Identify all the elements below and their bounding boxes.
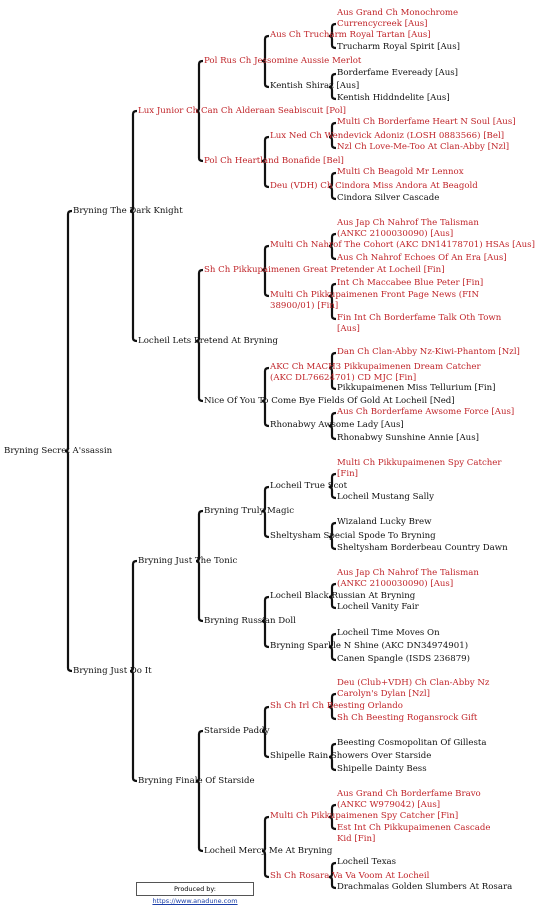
pedigree-bracket <box>261 815 270 879</box>
pedigree-bracket <box>328 411 337 441</box>
gen5-ancestor: Trucharm Royal Spirit [Aus] <box>337 42 460 52</box>
gen2-ancestor: Bryning Just The Tonic <box>138 556 238 566</box>
gen5-ancestor: Locheil Vanity Fair <box>337 602 419 612</box>
gen1-ancestor: Bryning The Dark Knight <box>73 206 183 216</box>
pedigree-bracket <box>195 268 204 403</box>
pedigree-bracket <box>195 729 204 853</box>
gen5-ancestor: Multi Ch Pikkupaimenen Spy Catcher [Fin] <box>337 458 502 479</box>
gen4-ancestor: Kentish Shiraz [Aus] <box>270 81 360 91</box>
gen3-ancestor: Locheil Mercy Me At Bryning <box>204 846 333 856</box>
gen5-ancestor: Drachmalas Golden Slumbers At Rosara <box>337 882 513 892</box>
gen5-ancestor: Beesting Cosmopolitan Of Gillesta <box>337 738 487 748</box>
gen5-ancestor: Est Int Ch Pikkupaimenen Cascade Kid [Fi… <box>337 823 491 844</box>
gen5-ancestor: Shipelle Dainty Bess <box>337 764 427 774</box>
gen3-ancestor: Pol Ch Heartland Bonafide [Bel] <box>204 156 344 166</box>
anadune-link[interactable]: https://www.anadune.com <box>152 897 238 905</box>
pedigree-root: Bryning Secret A'ssassin <box>4 446 113 456</box>
pedigree-bracket <box>328 632 337 662</box>
produced-by-label: Produced by: <box>173 885 216 893</box>
pedigree-bracket <box>328 171 337 201</box>
gen4-ancestor: Sh Ch Irl Ch Beesting Orlando <box>270 701 403 711</box>
gen5-ancestor: Aus Ch Nahrof Echoes Of An Era [Aus] <box>337 253 507 263</box>
gen5-ancestor: Wizaland Lucky Brew <box>337 517 432 527</box>
pedigree-bracket <box>261 34 270 89</box>
gen2-ancestor: Lux Junior Ch Can Ch Alderaan Seabiscuit… <box>138 106 347 116</box>
gen5-ancestor: Nzl Ch Love-Me-Too At Clan-Abby [Nzl] <box>337 142 510 152</box>
pedigree-bracket <box>328 351 337 391</box>
gen5-ancestor: Locheil Time Moves On <box>337 628 440 638</box>
gen5-ancestor: Aus Ch Borderfame Awsome Force [Aus] <box>337 407 515 417</box>
gen3-ancestor: Pol Rus Ch Jessomine Aussie Merlot <box>204 56 362 66</box>
gen5-ancestor: Aus Grand Ch Borderfame Bravo (ANKC W979… <box>337 789 481 810</box>
gen5-ancestor: Int Ch Maccabee Blue Peter [Fin] <box>337 278 484 288</box>
pedigree-bracket <box>261 366 270 428</box>
pedigree-bracket <box>195 59 204 163</box>
pedigree-bracket <box>129 559 138 783</box>
gen4-ancestor: Shipelle Rain Showers Over Starside <box>270 751 432 761</box>
pedigree-bracket <box>328 22 337 50</box>
produced-by-footer: Produced by: https://www.anadune.com <box>136 882 254 905</box>
gen4-ancestor: Rhonabwy Awsome Lady [Aus] <box>270 420 404 430</box>
pedigree-bracket <box>261 244 270 298</box>
gen5-ancestor: Aus Jap Ch Nahrof The Talisman (ANKC 210… <box>337 568 479 589</box>
gen2-ancestor: Locheil Lets Pretend At Bryning <box>138 336 279 346</box>
gen5-ancestor: Aus Jap Ch Nahrof The Talisman (ANKC 210… <box>337 218 479 239</box>
gen4-ancestor: Locheil True Scot <box>270 481 348 491</box>
pedigree-bracket <box>195 509 204 623</box>
gen5-ancestor: Pikkupaimenen Miss Tellurium [Fin] <box>337 383 496 393</box>
gen5-ancestor: Sh Ch Beesting Rogansrock Gift <box>337 713 478 723</box>
pedigree-bracket <box>261 595 270 649</box>
gen5-ancestor: Aus Grand Ch Monochrome Currencycreek [A… <box>337 8 459 29</box>
gen4-ancestor: Sheltysham Special Spode To Bryning <box>270 531 436 541</box>
pedigree-bracket <box>328 472 337 500</box>
gen4-ancestor: Multi Ch Nahrof The Cohort (AKC DN141787… <box>270 240 535 250</box>
gen4-ancestor: Multi Ch Pikkupaimenen Front Page News (… <box>270 290 479 311</box>
pedigree-bracket <box>64 209 73 673</box>
pedigree-bracket <box>261 135 270 189</box>
gen4-ancestor: Deu (VDH) Ch Cindora Miss Andora At Beag… <box>270 181 478 191</box>
gen5-ancestor: Locheil Mustang Sally <box>337 492 434 502</box>
gen4-ancestor: Bryning Sparkle N Shine (AKC DN34974901) <box>270 641 469 651</box>
gen5-ancestor: Kentish Hiddndelite [Aus] <box>337 93 450 103</box>
pedigree-bracket <box>328 582 337 610</box>
gen5-ancestor: Canen Spangle (ISDS 236879) <box>337 654 471 664</box>
gen5-ancestor: Borderfame Eveready [Aus] <box>337 68 459 78</box>
gen5-ancestor: Rhonabwy Sunshine Annie [Aus] <box>337 433 479 443</box>
gen4-ancestor: Lux Ned Ch Wendevick Adoniz (LOSH 088356… <box>270 131 505 141</box>
gen2-ancestor: Bryning Finale Of Starside <box>138 776 255 786</box>
pedigree-bracket <box>328 72 337 101</box>
gen3-ancestor: Nice Of You To Come Bye Fields Of Gold A… <box>204 396 455 406</box>
gen1-ancestor: Bryning Just Do It <box>73 666 152 676</box>
gen3-ancestor: Bryning Truly Magic <box>204 506 295 516</box>
gen3-ancestor: Sh Ch Pikkupaimenen Great Pretender At L… <box>204 265 445 275</box>
pedigree-bracket <box>328 803 337 831</box>
pedigree-bracket <box>129 109 138 343</box>
gen4-ancestor: Locheil Black Russian At Bryning <box>270 591 416 601</box>
pedigree-bracket <box>328 121 337 150</box>
gen4-ancestor: Multi Ch Pikkupaimenen Spy Catcher [Fin] <box>270 811 459 821</box>
pedigree-bracket <box>328 861 337 890</box>
gen5-ancestor: Deu (Club+VDH) Ch Clan-Abby Nz Carolyn's… <box>337 678 490 699</box>
gen4-ancestor: Aus Ch Trucharm Royal Tartan [Aus] <box>270 30 431 40</box>
gen5-ancestor: Dan Ch Clan-Abby Nz-Kiwi-Phantom [Nzl] <box>337 347 520 357</box>
gen3-ancestor: Starside Paddy <box>204 726 270 736</box>
pedigree-bracket <box>328 521 337 551</box>
gen5-ancestor: Cindora Silver Cascade <box>337 193 440 203</box>
pedigree-bracket <box>328 692 337 721</box>
pedigree-bracket <box>328 232 337 261</box>
gen4-ancestor: Sh Ch Rosara Va Va Voom At Locheil <box>270 871 430 881</box>
gen5-ancestor: Sheltysham Borderbeau Country Dawn <box>337 543 508 553</box>
gen3-ancestor: Bryning Russian Doll <box>204 616 296 626</box>
pedigree-bracket <box>261 485 270 539</box>
pedigree-brackets <box>64 22 337 890</box>
pedigree-bracket <box>261 705 270 759</box>
pedigree-bracket <box>328 282 337 321</box>
pedigree-bracket <box>328 742 337 772</box>
gen4-ancestor: AKC Ch MACH3 Pikkupaimenen Dream Catcher… <box>270 362 481 383</box>
gen5-ancestor: Fin Int Ch Borderfame Talk Oth Town [Aus… <box>337 313 502 334</box>
gen5-ancestor: Locheil Texas <box>337 857 397 867</box>
gen5-ancestor: Multi Ch Beagold Mr Lennox <box>337 167 464 177</box>
gen5-ancestor: Multi Ch Borderfame Heart N Soul [Aus] <box>337 117 516 127</box>
